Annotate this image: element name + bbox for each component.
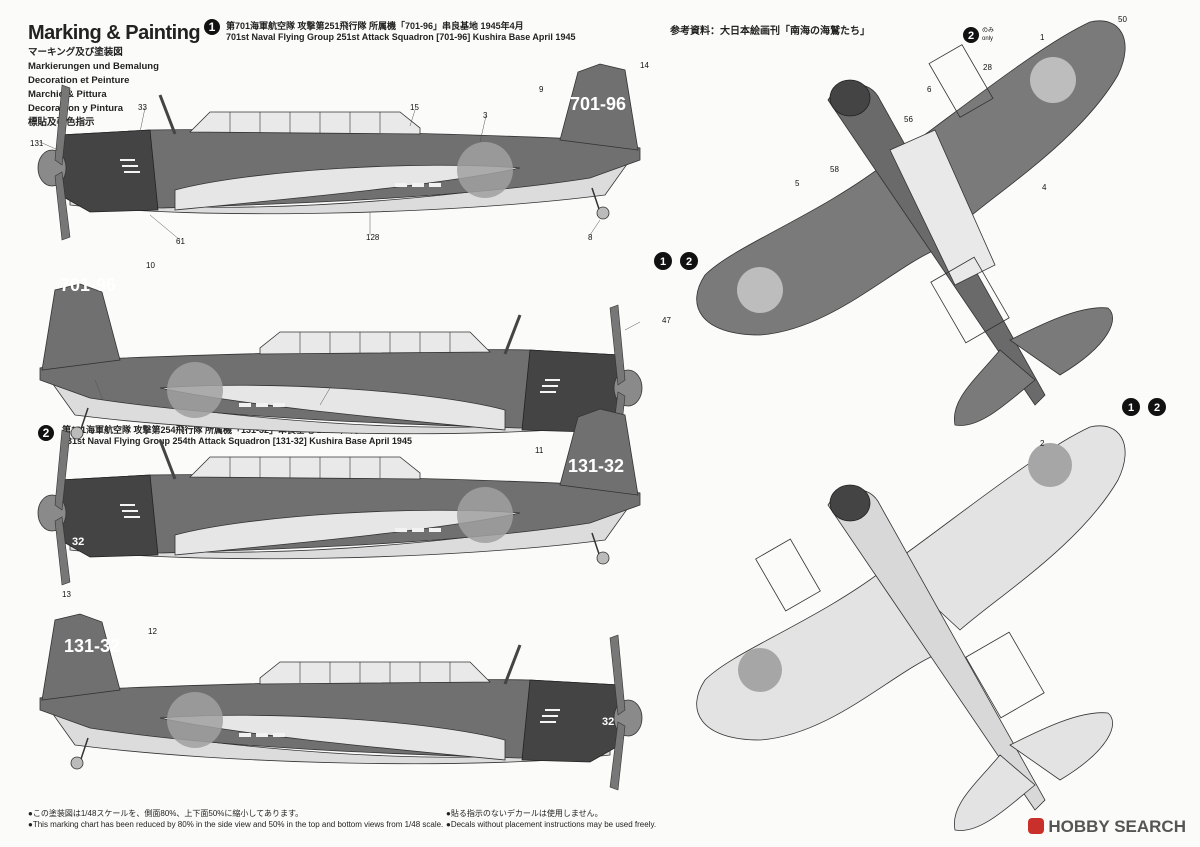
footer-decal-en: ●Decals without placement instructions m… (446, 820, 657, 829)
language-de: Markierungen und Bemalung (28, 61, 159, 72)
reference-note: 参考資料：大日本絵画刊「南海の海鷲たち」 (670, 26, 870, 37)
callout-5: 5 (795, 179, 800, 188)
only-badge-en: only (982, 36, 993, 42)
callout-50: 50 (1118, 15, 1127, 24)
callout-8: 8 (588, 233, 593, 242)
callout-14: 14 (640, 61, 649, 70)
language-jp: マーキング及び塗装図 (28, 47, 123, 58)
callout-15: 15 (410, 103, 419, 112)
only-badge-group: 2 のみ only (963, 27, 994, 43)
cowl-number-port: 32 (72, 536, 84, 548)
scheme-badge-1-top: 1 (660, 256, 666, 268)
scheme-badge-2-top: 2 (686, 256, 692, 268)
scheme-2-title-jp: 第131海軍航空隊 攻撃第254飛行隊 所属機「131-32」串良基地 1945… (62, 425, 360, 435)
tail-code-1-port: 701-96 (570, 94, 626, 114)
language-fr: Decoration et Peinture (28, 75, 130, 86)
callout-128: 128 (366, 233, 380, 242)
scheme-1-badge: 1 (204, 19, 220, 35)
tail-code-2-port: 131-32 (568, 456, 624, 476)
scheme-1-title-jp: 第701海軍航空隊 攻撃第251飛行隊 所属機「701-96」串良基地 1945… (226, 21, 524, 31)
rack-detail-top (755, 44, 1045, 719)
footer-decal-jp: ●貼る指示のないデカールは使用しません。 (446, 809, 603, 818)
scheme-1-title-en: 701st Naval Flying Group 251st Attack Sq… (226, 32, 576, 42)
callout-11: 11 (535, 446, 544, 455)
watermark-logo: HOBBY SEARCH (1027, 817, 1186, 837)
watermark-brand: HOBBY (1048, 817, 1110, 836)
tail-code-1-starboard: 701-96 (60, 275, 116, 295)
cowl-number-starboard: 32 (602, 716, 614, 728)
scheme-badge-2-bottom: 2 (1154, 402, 1160, 414)
callout-28: 28 (983, 63, 992, 72)
language-es: Decoracion y Pintura (28, 103, 124, 114)
scheme-2-title-en: 131st Naval Flying Group 254th Attack Sq… (62, 436, 412, 446)
callout-47: 47 (662, 316, 671, 325)
footer-note-jp: ●この塗装図は1/48スケールを、側面80%、上下面50%に縮小してあります。 (28, 809, 304, 818)
only-badge-jp: のみ (982, 27, 994, 34)
scheme-2-badge: 2 (38, 425, 54, 441)
top-view-planform (696, 20, 1126, 427)
profile-131-32-starboard (38, 612, 644, 792)
bottom-view-planform (696, 425, 1126, 831)
callout-9: 9 (539, 85, 544, 94)
callout-58: 58 (830, 165, 839, 174)
callout-4: 4 (1042, 183, 1047, 192)
profile-701-96-port (36, 62, 642, 242)
callout-33: 33 (138, 103, 147, 112)
scheme-badge-1-bottom: 1 (1128, 402, 1134, 414)
callout-10: 10 (146, 261, 155, 270)
callout-3: 3 (483, 111, 488, 120)
tail-code-2-starboard: 131-32 (64, 636, 120, 656)
callout-1: 1 (1040, 33, 1045, 42)
callout-13: 13 (62, 590, 71, 599)
callout-6: 6 (927, 85, 932, 94)
profile-131-32-port (36, 407, 642, 587)
watermark-icon (1027, 818, 1044, 834)
only-badge-num: 2 (968, 30, 974, 42)
callout-56: 56 (904, 115, 913, 124)
scheme-badges-top (654, 252, 1166, 416)
watermark-suffix: SEARCH (1114, 817, 1186, 836)
profile-701-96-starboard (38, 282, 644, 462)
callout-61: 61 (176, 237, 185, 246)
callout-12: 12 (148, 627, 157, 636)
page-title: Marking & Painting (28, 22, 201, 44)
callout-2: 2 (1040, 439, 1045, 448)
footer-note-en: ●This marking chart has been reduced by … (28, 820, 444, 829)
callout-131: 131 (30, 139, 44, 148)
